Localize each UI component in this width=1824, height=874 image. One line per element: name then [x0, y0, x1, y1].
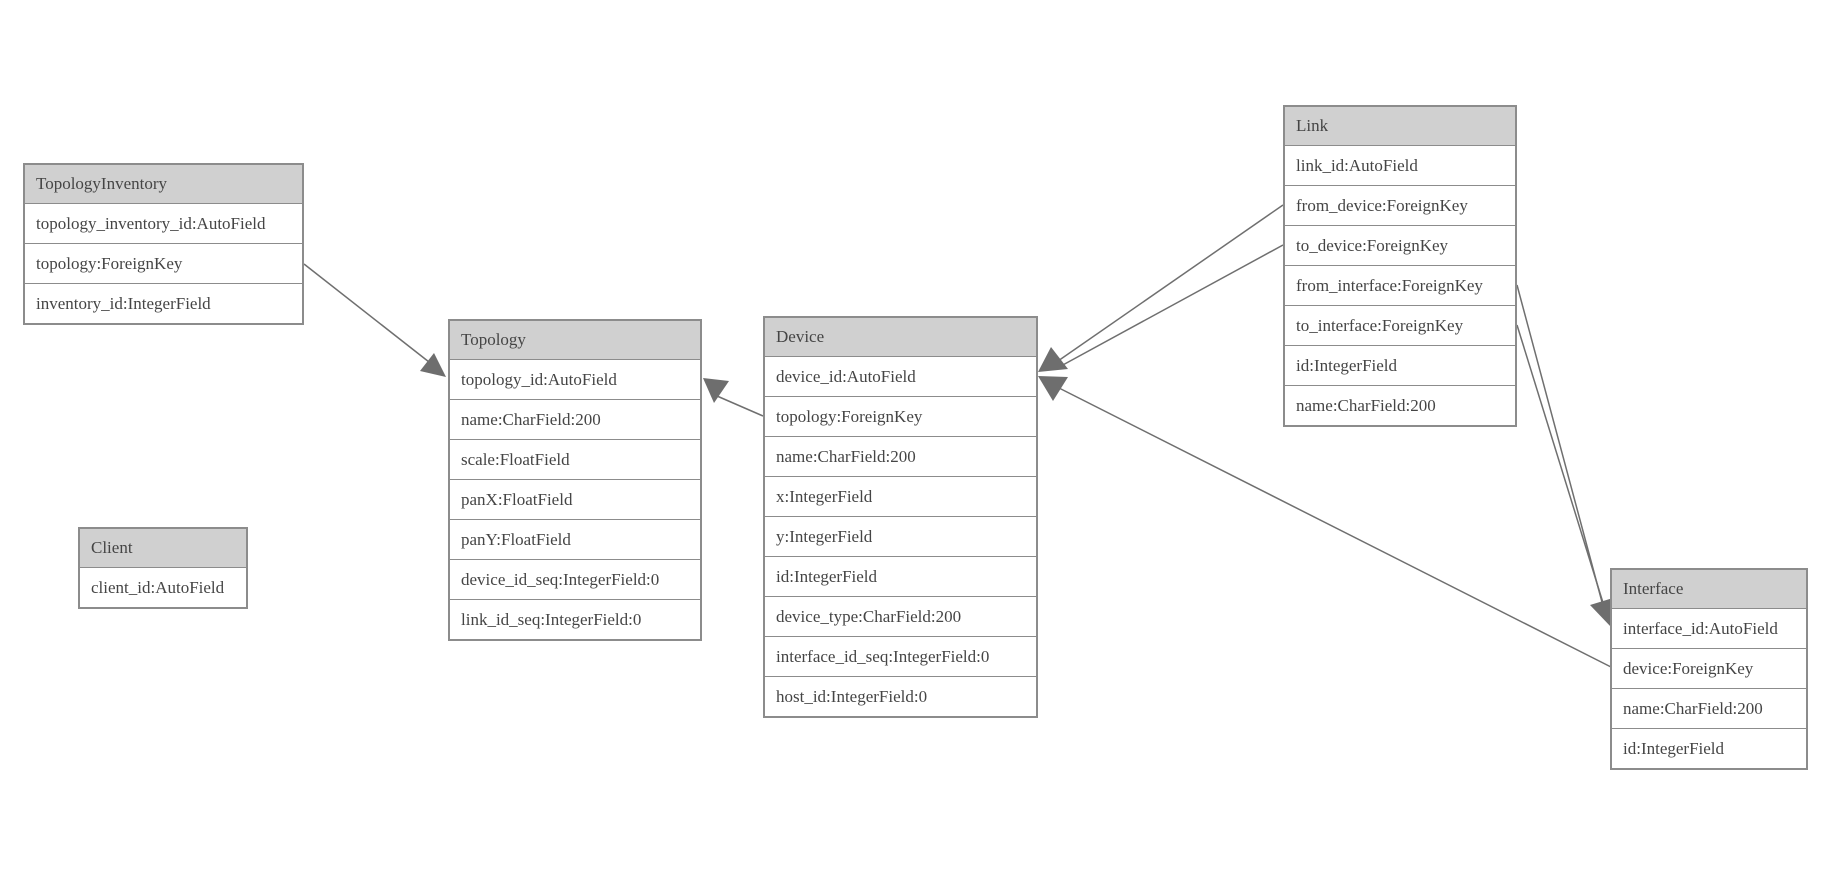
- arrowhead-at-device-right-upper: [1038, 347, 1068, 372]
- relationship-line-link-todevice-device: [1060, 244, 1284, 367]
- arrowhead-at-topology-left: [420, 353, 446, 377]
- entity-table-topologyinventory: TopologyInventory topology_inventory_id:…: [23, 163, 304, 325]
- arrowhead-at-interface-left: [1590, 598, 1613, 627]
- field-row: topology:ForeignKey: [25, 244, 302, 284]
- entity-table-interface: Interface interface_id:AutoField device:…: [1610, 568, 1808, 770]
- field-row: y:IntegerField: [765, 517, 1036, 557]
- entity-table-client: Client client_id:AutoField: [78, 527, 248, 609]
- relationship-line-link-frominterface-interface: [1516, 284, 1603, 603]
- field-row: topology:ForeignKey: [765, 397, 1036, 437]
- field-row: device:ForeignKey: [1612, 649, 1806, 689]
- relationship-line-interface-device: [1058, 387, 1612, 668]
- field-row: interface_id:AutoField: [1612, 609, 1806, 649]
- table-title: Link: [1285, 107, 1515, 146]
- field-row: interface_id_seq:IntegerField:0: [765, 637, 1036, 677]
- field-row: topology_id:AutoField: [450, 360, 700, 400]
- field-row: topology_inventory_id:AutoField: [25, 204, 302, 244]
- field-row: name:CharField:200: [450, 400, 700, 440]
- field-row: from_device:ForeignKey: [1285, 186, 1515, 226]
- arrowhead-at-device-right-lower: [1038, 376, 1068, 401]
- field-row: from_interface:ForeignKey: [1285, 266, 1515, 306]
- field-row: device_id_seq:IntegerField:0: [450, 560, 700, 600]
- field-row: x:IntegerField: [765, 477, 1036, 517]
- table-title: Client: [80, 529, 246, 568]
- field-row: device_type:CharField:200: [765, 597, 1036, 637]
- field-row: link_id_seq:IntegerField:0: [450, 600, 700, 639]
- field-row: id:IntegerField: [1285, 346, 1515, 386]
- field-row: name:CharField:200: [1612, 689, 1806, 729]
- relationship-line-link-tointerface-interface: [1516, 324, 1605, 607]
- field-row: to_device:ForeignKey: [1285, 226, 1515, 266]
- field-row: host_id:IntegerField:0: [765, 677, 1036, 716]
- field-row: scale:FloatField: [450, 440, 700, 480]
- relationship-line-link-fromdevice-device: [1057, 204, 1284, 362]
- field-row: panX:FloatField: [450, 480, 700, 520]
- arrowhead-at-topology-right: [703, 378, 729, 403]
- table-title: Interface: [1612, 570, 1806, 609]
- field-row: link_id:AutoField: [1285, 146, 1515, 186]
- field-row: id:IntegerField: [765, 557, 1036, 597]
- relationship-line-topologyinventory-topology: [303, 263, 430, 363]
- entity-table-topology: Topology topology_id:AutoField name:Char…: [448, 319, 702, 641]
- field-row: name:CharField:200: [765, 437, 1036, 477]
- field-row: name:CharField:200: [1285, 386, 1515, 425]
- entity-table-link: Link link_id:AutoField from_device:Forei…: [1283, 105, 1517, 427]
- field-row: inventory_id:IntegerField: [25, 284, 302, 323]
- field-row: device_id:AutoField: [765, 357, 1036, 397]
- entity-table-device: Device device_id:AutoField topology:Fore…: [763, 316, 1038, 718]
- field-row: id:IntegerField: [1612, 729, 1806, 768]
- field-row: panY:FloatField: [450, 520, 700, 560]
- table-title: Device: [765, 318, 1036, 357]
- field-row: client_id:AutoField: [80, 568, 246, 607]
- relationship-line-device-topology: [716, 395, 764, 417]
- table-title: Topology: [450, 321, 700, 360]
- field-row: to_interface:ForeignKey: [1285, 306, 1515, 346]
- table-title: TopologyInventory: [25, 165, 302, 204]
